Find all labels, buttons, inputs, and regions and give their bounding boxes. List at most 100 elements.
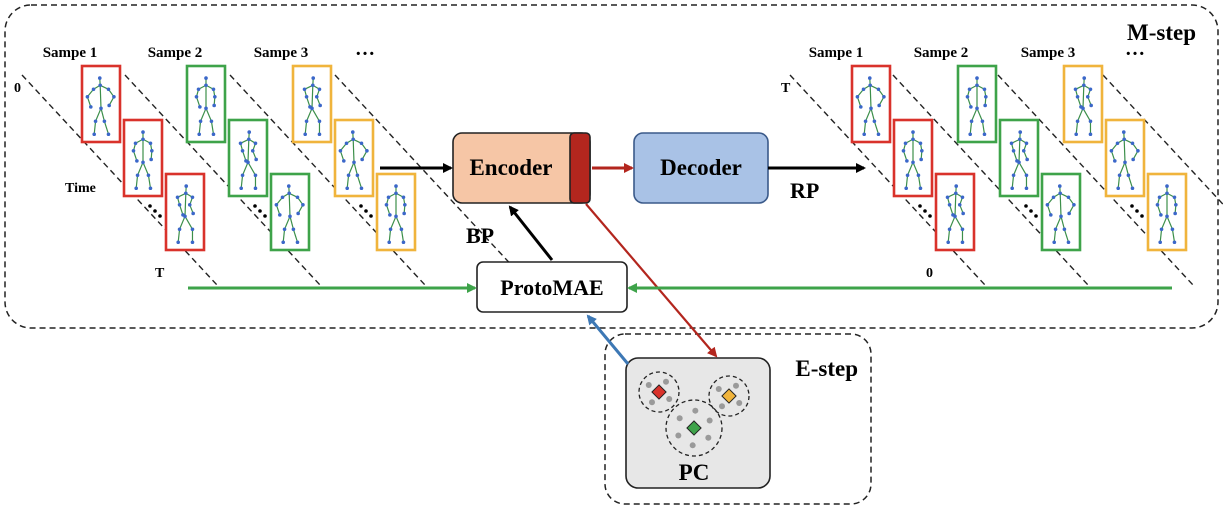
skeleton-bone	[1124, 139, 1125, 162]
skeleton-joint	[1046, 203, 1050, 207]
skeleton-joint	[103, 119, 107, 123]
skeleton-joint	[1171, 227, 1175, 231]
skeleton-joint	[1174, 203, 1178, 207]
left-sample-2-frame-2	[229, 120, 267, 196]
skeleton-joint	[98, 76, 102, 80]
skeleton-joint	[1072, 203, 1076, 207]
skeleton-joint	[176, 240, 180, 244]
skeleton-joint	[303, 132, 307, 136]
skeleton-joint	[1012, 173, 1016, 177]
skeleton-joint	[305, 95, 309, 99]
skeleton-joint	[311, 83, 315, 87]
skeleton-joint	[1122, 130, 1126, 134]
skeleton-joint	[1015, 159, 1019, 163]
skeleton-joint	[1018, 130, 1022, 134]
skeleton-joint	[178, 227, 182, 231]
skeleton-joint	[92, 87, 96, 91]
right-sample-2-continuation-dots	[1024, 204, 1038, 218]
skeleton-joint	[911, 137, 915, 141]
skeleton-joint	[191, 195, 195, 199]
skeleton-joint	[902, 149, 906, 153]
skeleton-joint	[150, 149, 154, 153]
skeleton-joint	[107, 87, 111, 91]
skeleton-joint	[360, 186, 364, 190]
skeleton-joint	[954, 191, 958, 195]
left-sample-1-frame-2	[124, 120, 162, 196]
left-more-samples: …	[355, 38, 375, 60]
skeleton-joint	[141, 137, 145, 141]
left-sample-2-frame-3	[271, 174, 309, 250]
left-sample-3-frame-2	[335, 120, 373, 196]
skeleton-joint	[1010, 141, 1014, 145]
skeleton-joint	[951, 213, 955, 217]
skeleton-joint	[99, 107, 103, 111]
right-sample-2-frame-2	[1000, 120, 1038, 196]
skeleton-joint	[975, 76, 979, 80]
skeleton-joint	[213, 95, 217, 99]
skeleton-joint	[402, 195, 406, 199]
left-sample-3-frame-1	[293, 66, 331, 142]
skeleton-joint	[864, 119, 868, 123]
skeleton-joint	[181, 213, 185, 217]
skeleton-joint	[149, 141, 153, 145]
skeleton-joint	[132, 149, 136, 153]
skeleton-joint	[1022, 149, 1026, 153]
skeleton-joint	[147, 173, 151, 177]
skeleton-joint	[178, 203, 182, 207]
skeleton-joint	[954, 184, 958, 188]
skeleton-joint	[1089, 87, 1093, 91]
skeleton-bone	[248, 139, 249, 162]
skeleton-joint	[1116, 141, 1120, 145]
right-sample-1-label: Sampe 1	[809, 45, 864, 61]
skeleton-joint	[1067, 240, 1071, 244]
skeleton-joint	[351, 130, 355, 134]
skeleton-joint	[1086, 95, 1090, 99]
skeleton-joint	[281, 240, 285, 244]
skeleton-joint	[877, 132, 881, 136]
skeleton-joint	[94, 119, 98, 123]
left-sample-2-frame-1	[187, 66, 225, 142]
right-start-label: T	[781, 81, 791, 96]
skeleton-bone	[100, 85, 101, 108]
decoder-label: Decoder	[660, 155, 742, 180]
skeleton-joint	[394, 184, 398, 188]
right-sample-2-label: Sampe 2	[914, 45, 969, 61]
skeleton-joint	[1165, 191, 1169, 195]
skeleton-joint	[345, 141, 349, 145]
skeleton-joint	[961, 240, 965, 244]
skeleton-joint	[86, 95, 90, 99]
skeleton-joint	[195, 95, 199, 99]
skeleton-joint	[188, 203, 192, 207]
left-end-label: T	[155, 266, 165, 281]
skeleton-joint	[352, 161, 356, 165]
time-label: Time	[65, 181, 96, 196]
skeleton-joint	[1052, 195, 1056, 199]
pc-to-protomae-arrow	[588, 316, 628, 364]
skeleton-joint	[141, 130, 145, 134]
skeleton-bone	[870, 85, 871, 108]
skeleton-joint	[919, 158, 923, 162]
skeleton-joint	[1058, 184, 1062, 188]
left-sample-2-label: Sampe 2	[148, 45, 203, 61]
skeleton-joint	[197, 132, 201, 136]
skeleton-joint	[254, 158, 258, 162]
skeleton-joint	[868, 83, 872, 87]
skeleton-joint	[184, 191, 188, 195]
skeleton-joint	[1063, 227, 1067, 231]
skeleton-joint	[92, 132, 96, 136]
skeleton-joint	[877, 87, 881, 91]
skeleton-joint	[342, 159, 346, 163]
skeleton-joint	[136, 173, 140, 177]
right-sample-3-frame-2	[1106, 120, 1144, 196]
skeleton-joint	[315, 95, 319, 99]
left-sample-1-continuation-dots	[148, 204, 162, 218]
skeleton-joint	[275, 203, 279, 207]
skeleton-joint	[184, 184, 188, 188]
right-sample-1-frame-3	[936, 174, 974, 250]
skeleton-joint	[966, 95, 970, 99]
skeleton-joint	[906, 173, 910, 177]
right-sample-3-continuation-dots	[1130, 204, 1144, 218]
skeleton-joint	[281, 195, 285, 199]
